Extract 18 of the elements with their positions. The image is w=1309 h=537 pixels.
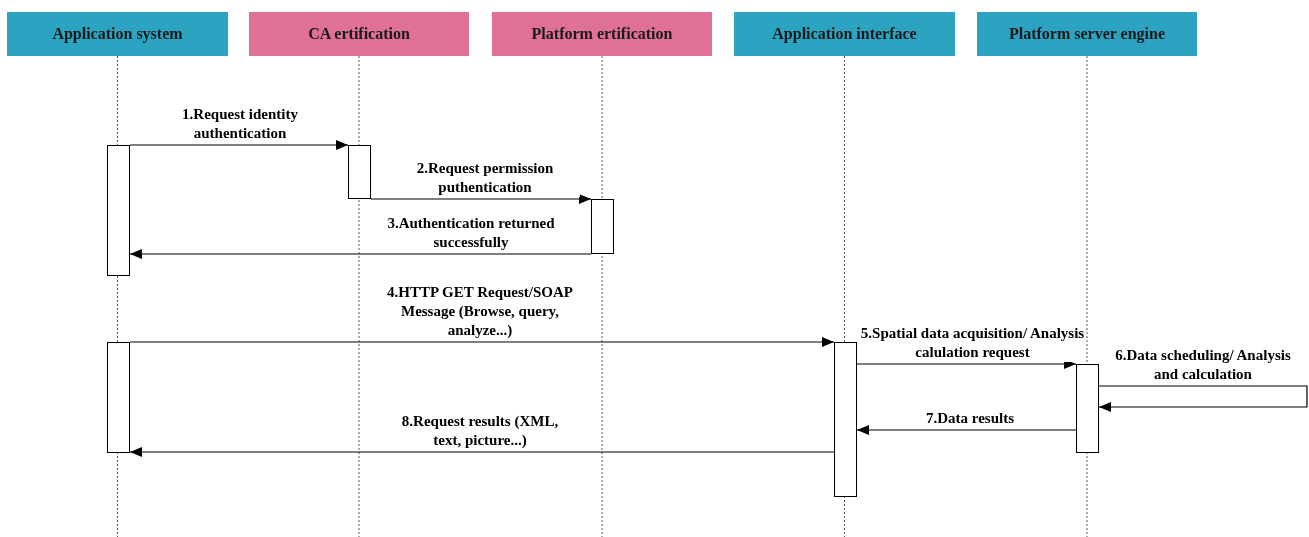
activation-bar [834,342,857,497]
message-arrow [856,425,1077,435]
message-arrow [1098,385,1308,412]
activation-bar [107,342,130,453]
participant-box: CA ertification [249,12,469,56]
activation-bar [591,199,614,254]
participant-box: Platform ertification [492,12,712,56]
activation-bar [348,145,371,199]
participant-box: Application system [7,12,228,56]
activation-bar [107,145,130,276]
message-arrow [129,140,349,150]
participant-box: Platform server engine [977,12,1197,56]
participant-box: Application interface [734,12,955,56]
message-arrow [129,249,592,259]
message-arrow [129,447,835,457]
message-arrow [370,194,592,204]
activation-bar [1076,364,1099,453]
message-arrow [129,337,835,347]
